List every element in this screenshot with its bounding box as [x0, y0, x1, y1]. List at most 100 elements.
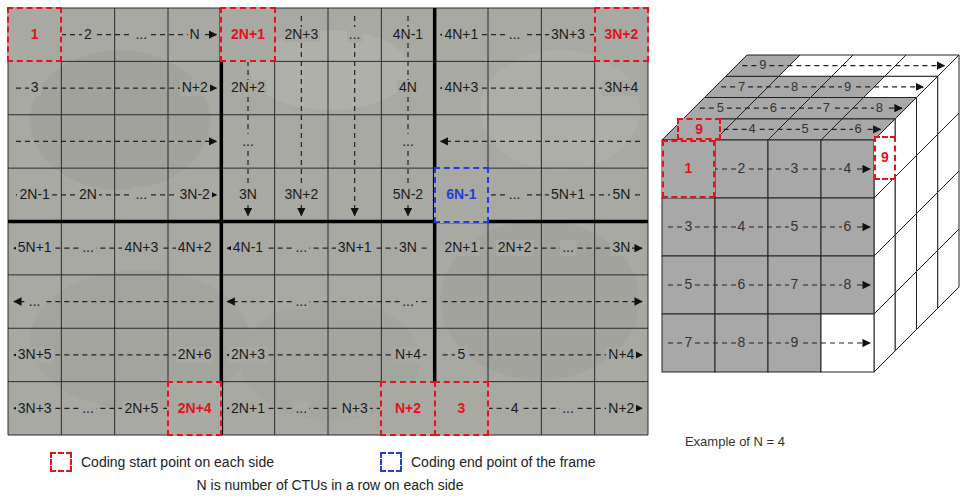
ctu-number: 6N-1 — [446, 187, 476, 202]
ctu-number: ... — [347, 27, 363, 42]
ctu-number: 3N+1 — [336, 240, 374, 255]
ctu-number: 3N+2 — [604, 27, 638, 42]
ctu-number: 2N+6 — [176, 347, 214, 362]
scan-arrow — [668, 342, 870, 343]
ctu-number: 9 — [789, 335, 801, 350]
ctu-number: 8 — [842, 277, 854, 292]
ctu-number: N+4 — [606, 347, 636, 362]
ctu-number: 2N+3 — [229, 347, 267, 362]
ctu-number: 6 — [853, 122, 864, 136]
ctu-number: 8 — [736, 335, 748, 350]
start-point-box: 1 — [662, 140, 715, 198]
ctu-number: 4 — [509, 401, 521, 416]
photo-shade — [30, 50, 210, 190]
ctu-number: ... — [133, 187, 149, 202]
ctu-number: N — [188, 27, 202, 42]
caption: N is number of CTUs in a row on each sid… — [197, 477, 464, 493]
ctu-grid-line — [8, 114, 648, 115]
ctu-number: 5 — [715, 101, 726, 115]
ctu-number: ... — [560, 401, 576, 416]
start-point-box: 3 — [434, 381, 489, 436]
ctu-number: 4 — [842, 161, 854, 176]
scan-arrow — [742, 65, 944, 66]
ctu-number: 2N+1 — [231, 27, 265, 42]
ctu-number: 1 — [685, 161, 693, 176]
ctu-grid-line — [8, 328, 648, 329]
ctu-number: 4 — [736, 219, 748, 234]
ctu-number: 7 — [821, 101, 832, 115]
ctu-number: ... — [507, 27, 523, 42]
scan-arrow — [441, 141, 640, 142]
face-boundary — [8, 220, 648, 224]
ctu-number: 2N+2 — [229, 80, 267, 95]
ctu-number: 3 — [789, 161, 801, 176]
ctu-number: 3N+3 — [549, 27, 587, 42]
ctu-number: 3N+4 — [602, 80, 640, 95]
cube-side-cell — [938, 229, 959, 308]
ctu-number: 2 — [736, 161, 748, 176]
scan-arrow — [407, 16, 408, 216]
ctu-number: N+2 — [395, 401, 421, 416]
ctu-number: 7 — [789, 277, 801, 292]
ctu-number: 4N+3 — [442, 80, 480, 95]
start-point-box: N+2 — [380, 381, 435, 436]
ctu-number: ... — [400, 134, 416, 149]
ctu-grid-line — [8, 381, 648, 382]
ctu-number: 5 — [455, 347, 467, 362]
scan-arrow — [668, 284, 870, 285]
ctu-number: ... — [27, 294, 43, 309]
ctu-grid-line — [8, 168, 648, 169]
legend-text: Coding end point of the frame — [411, 454, 595, 470]
legend-text: Coding start point on each side — [81, 454, 274, 470]
ctu-number: 5 — [683, 277, 695, 292]
ctu-number: 2 — [82, 27, 94, 42]
ctu-number: ... — [293, 240, 309, 255]
ctu-number: 2N+5 — [122, 401, 160, 416]
ctu-number: 2N — [77, 187, 99, 202]
scan-arrow — [443, 301, 642, 302]
ctu-grid-line — [8, 8, 648, 9]
ctu-number: 3N+5 — [16, 347, 54, 362]
photo-shade — [480, 50, 640, 170]
start-point-box: 2N+4 — [167, 381, 222, 436]
ctu-grid-line — [8, 221, 648, 222]
ctu-number: N+2 — [180, 80, 210, 95]
ctu-number: 9 — [695, 122, 703, 137]
ctu-number: 3N+2 — [282, 187, 320, 202]
legend-swatch — [50, 452, 72, 472]
start-point-box: 3N+2 — [594, 7, 649, 62]
scan-arrow — [668, 226, 870, 227]
ctu-grid-line — [8, 435, 648, 436]
end-point-box: 6N-1 — [434, 167, 489, 222]
ctu-number: 5N — [610, 187, 632, 202]
ctu-number: ... — [293, 294, 309, 309]
legend-entry: Coding start point on each side — [50, 452, 274, 472]
ctu-number: 2N+4 — [178, 401, 212, 416]
ctu-number: ... — [133, 27, 149, 42]
ctu-number: 2N+1 — [229, 401, 267, 416]
scan-arrow — [14, 301, 213, 302]
ctu-number: 7 — [683, 335, 695, 350]
ctu-number: 3N+3 — [16, 401, 54, 416]
ctu-number: 8 — [874, 101, 885, 115]
ctu-number: 2N+2 — [496, 240, 534, 255]
ctu-number: 9 — [881, 150, 889, 165]
scan-arrow — [301, 16, 302, 216]
ctu-number: ... — [507, 187, 523, 202]
scan-arrow — [354, 16, 355, 216]
ctu-grid-line — [8, 61, 648, 62]
frame-ground — [8, 8, 648, 435]
scan-arrow — [721, 86, 923, 87]
photo-shade — [440, 220, 640, 380]
scan-arrow — [700, 108, 902, 109]
ctu-number: 3N — [610, 240, 632, 255]
ctu-number: 2N-1 — [17, 187, 51, 202]
ctu-number: 2N+1 — [442, 240, 480, 255]
scan-arrow — [227, 301, 426, 302]
ctu-number: 4N — [397, 80, 419, 95]
ctu-number: 3N — [397, 240, 419, 255]
ctu-number: 2N+3 — [282, 27, 320, 42]
ctu-number: 4N+1 — [442, 27, 480, 42]
ctu-number: N+3 — [340, 401, 370, 416]
scan-arrow — [16, 141, 216, 142]
